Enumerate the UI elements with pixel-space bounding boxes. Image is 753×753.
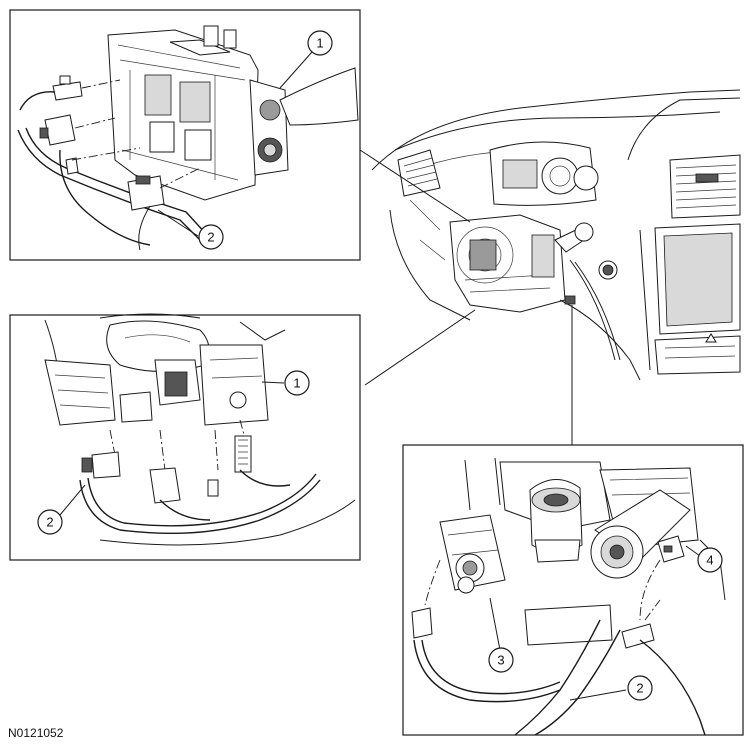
leader-br-4: [685, 545, 701, 557]
leader-ml-2: [59, 484, 86, 516]
clockspring-assembly-middle: [44, 313, 356, 546]
ignition-lock-assembly: [411, 457, 726, 736]
clockspring-assembly-top: [17, 25, 359, 251]
leader-ml-1: [261, 381, 285, 384]
leader-tl-1: [279, 51, 313, 89]
svg-text:1: 1: [316, 36, 323, 51]
callout-tl-2: 2: [198, 224, 224, 250]
svg-text:2: 2: [46, 515, 53, 530]
callout-ml-2: 2: [37, 509, 63, 535]
callout-br-4: 4: [697, 547, 723, 573]
figure-reference-id: N0121052: [8, 726, 64, 740]
callout-br-2: 2: [627, 675, 653, 701]
callout-br-3: 3: [488, 647, 514, 673]
svg-text:2: 2: [207, 230, 214, 245]
callout-tl-1: 1: [307, 30, 333, 56]
leader-middle-panel: [364, 309, 476, 386]
leader-br-2: [569, 689, 627, 701]
svg-text:1: 1: [293, 376, 300, 391]
callout-ml-1: 1: [284, 370, 310, 396]
dashboard-overview: [371, 89, 741, 381]
leader-br-3: [489, 597, 501, 651]
svg-text:2: 2: [636, 681, 643, 696]
svg-text:3: 3: [497, 653, 504, 668]
leader-tl-2: [157, 209, 199, 237]
svg-text:4: 4: [706, 553, 713, 568]
leader-top-panel: [359, 149, 471, 223]
